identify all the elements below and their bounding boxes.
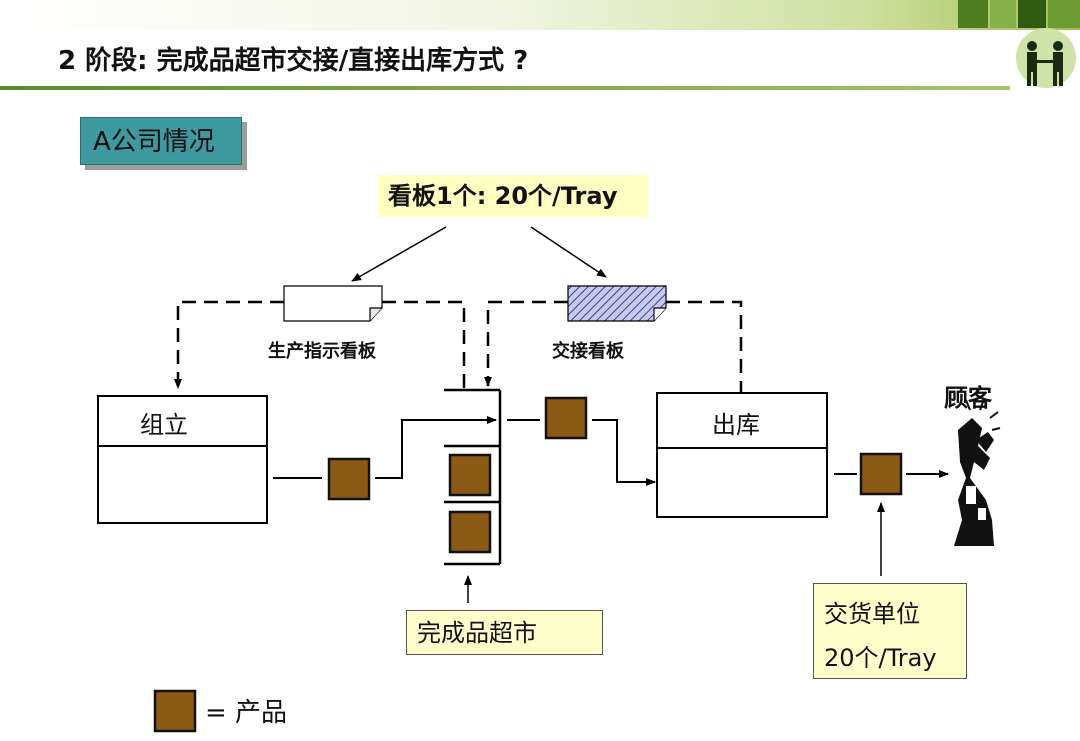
title-divider (0, 86, 1010, 90)
handover-kanban-loop-right (666, 300, 743, 392)
production-kanban-card (283, 285, 383, 322)
shipping-label: 出库 (712, 411, 760, 439)
production-card-fold (369, 307, 382, 321)
flow-into-shipping (592, 419, 656, 486)
product-markers (153, 396, 903, 733)
handover-kanban-card (567, 285, 667, 322)
handover-kanban-label: 交接看板 (552, 341, 624, 362)
shipping-process-box (656, 392, 828, 518)
delivery-unit-title: 交货单位 (824, 600, 920, 628)
delivery-unit-note: 交货单位 20个/Tray (813, 583, 967, 679)
kanban-quantity-note: 看板1个: 20个/Tray (378, 175, 648, 217)
note-to-production-card-arrow (351, 226, 447, 282)
handshake-logo-icon (958, 0, 1080, 88)
delivery-unit-quantity: 20个/Tray (824, 644, 937, 672)
legend-product-block (153, 689, 197, 733)
company-tag: A公司情况 (80, 117, 242, 165)
header-band (0, 0, 1080, 30)
handover-kanban-loop-left (484, 300, 568, 387)
product-block (448, 453, 492, 497)
supermarket-note: 完成品超市 (406, 610, 603, 655)
product-block (544, 396, 588, 440)
production-kanban-loop (174, 300, 284, 389)
production-kanban-loop-right (382, 300, 466, 388)
assembly-label: 组立 (140, 411, 188, 439)
assembly-process-box (97, 395, 268, 524)
product-block (448, 510, 492, 554)
handover-card-fold (653, 307, 666, 321)
flow-into-supermarket (375, 416, 497, 479)
product-block (859, 452, 903, 496)
customer-label: 顾客 (944, 384, 992, 412)
supermarket-shelf (444, 388, 502, 566)
product-block (327, 457, 371, 501)
legend-text: = 产品 (205, 698, 288, 728)
note-to-handover-card-arrow (530, 226, 607, 278)
customer-figure-icon (954, 398, 1001, 546)
production-kanban-label: 生产指示看板 (268, 341, 376, 362)
page-title: 2 阶段: 完成品超市交接/直接出库方式 ? (58, 46, 529, 76)
